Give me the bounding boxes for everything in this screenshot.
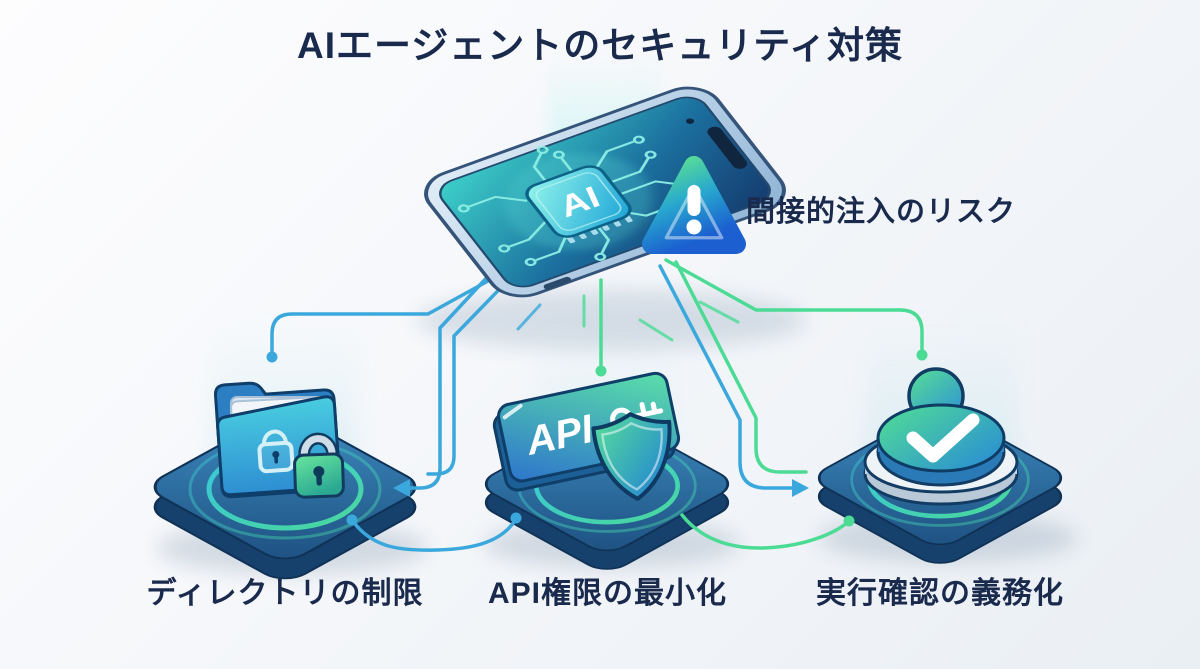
connector-middle-left-outer (402, 256, 507, 490)
circuit-traces (457, 135, 692, 267)
connector-middle-left-inner (426, 264, 524, 476)
smartphone-illustration: AI (424, 86, 786, 298)
lock-outline-glyph (257, 429, 295, 474)
warning-triangle-icon (642, 156, 746, 254)
phone-camera-dot (686, 118, 695, 124)
api-shield-icon: API (492, 371, 681, 501)
phone-notch (707, 126, 748, 169)
connector-right-pair-blue (658, 264, 800, 490)
folder-lock-icon (214, 381, 345, 499)
measure-label-api-permission: API権限の最小化 (487, 577, 727, 610)
arrowhead-left (393, 479, 410, 497)
checkmark-icon (906, 413, 980, 463)
confirm-button-icon (863, 367, 1019, 506)
ai-chip-icon: AI (525, 165, 633, 244)
exclamation-dot (686, 219, 702, 235)
padlock-icon (293, 432, 345, 499)
connector-folder-to-api (350, 517, 518, 552)
connector-right-pair-green (674, 260, 808, 474)
connector-phone-to-button (664, 258, 924, 352)
connector-lines (266, 256, 928, 552)
arrowhead-right (792, 479, 809, 497)
measure-label-execution-confirmation: 実行確認の義務化 (816, 577, 1064, 610)
connector-api-to-button (680, 513, 851, 550)
shield-icon (591, 412, 672, 501)
connector-phone-to-folder (270, 268, 510, 354)
measure-label-directory-restriction: ディレクトリの制限 (146, 577, 424, 610)
page-title: AIエージェントのセキュリティ対策 (296, 25, 904, 66)
exclamation-bar (687, 185, 701, 216)
phone-speaker-slit (543, 276, 572, 290)
risk-label: 間接的注入のリスク (746, 196, 1017, 228)
